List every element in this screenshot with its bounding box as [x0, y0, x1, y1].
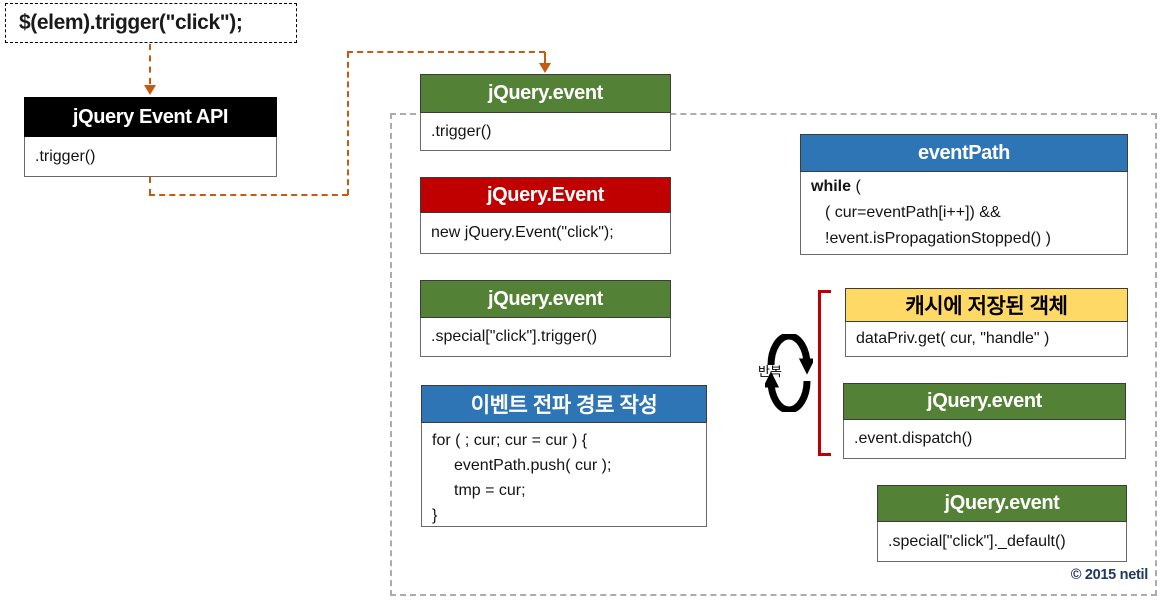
special-trigger-body: .special["click"].trigger()	[420, 318, 671, 357]
propagation-path-header: 이벤트 전파 경로 작성	[421, 385, 707, 423]
dispatch-box: jQuery.event .event.dispatch()	[843, 383, 1126, 459]
special-default-body: .special["click"]._default()	[877, 522, 1127, 562]
connector-entry-to-api	[149, 44, 151, 84]
jquery-event-api-header: jQuery Event API	[24, 97, 277, 137]
entry-code-box: $(elem).trigger("click");	[5, 3, 297, 43]
jquery-event-constructor-header: jQuery.Event	[420, 177, 671, 213]
while-keyword: while	[811, 178, 852, 195]
repeat-label: 반복	[758, 364, 782, 379]
code-line: ( cur=eventPath[i++]) &&	[825, 204, 1001, 221]
entry-code-text: $(elem).trigger("click");	[19, 11, 243, 34]
loop-bracket	[818, 290, 831, 456]
connector-api-down	[149, 177, 151, 195]
repeat-cycle-icon	[765, 334, 813, 412]
copyright-text: © 2015 netil	[1070, 567, 1149, 583]
code-line: !event.isPropagationStopped() )	[825, 230, 1051, 247]
propagation-path-box: 이벤트 전파 경로 작성 for ( ; cur; cur = cur ) { …	[421, 385, 707, 527]
code-fragment: (	[851, 178, 861, 195]
jquery-event-constructor-box: jQuery.Event new jQuery.Event("click");	[420, 177, 671, 254]
code-line: eventPath.push( cur );	[454, 457, 612, 474]
dispatch-body: .event.dispatch()	[843, 420, 1126, 459]
dispatch-header: jQuery.event	[843, 383, 1126, 420]
eventpath-box: eventPath while ( ( cur=eventPath[i++]) …	[800, 134, 1128, 255]
special-trigger-box: jQuery.event .special["click"].trigger()	[420, 280, 671, 357]
connector-vertical-up	[347, 52, 349, 195]
jquery-event-trigger-body: .trigger()	[420, 113, 671, 151]
jquery-event-trigger-box: jQuery.event .trigger()	[420, 74, 671, 151]
cached-object-header: 캐시에 저장된 객체	[845, 288, 1128, 322]
jquery-event-api-box: jQuery Event API .trigger()	[24, 97, 277, 177]
connector-into-jquery-event	[544, 52, 546, 64]
jquery-event-trigger-header: jQuery.event	[420, 74, 671, 113]
flow-container	[390, 113, 1157, 596]
special-default-header: jQuery.event	[877, 485, 1127, 522]
propagation-path-body: for ( ; cur; cur = cur ) { eventPath.pus…	[421, 423, 707, 527]
special-default-box: jQuery.event .special["click"]._default(…	[877, 485, 1127, 562]
connector-bottom-horizontal	[149, 194, 348, 196]
code-line: for ( ; cur; cur = cur ) {	[432, 432, 588, 449]
arrowhead-down-icon	[144, 85, 156, 95]
special-trigger-header: jQuery.event	[420, 280, 671, 318]
arrowhead-down-icon	[539, 63, 551, 73]
connector-top-horizontal	[347, 51, 545, 53]
eventpath-body: while ( ( cur=eventPath[i++]) && !event.…	[800, 172, 1128, 255]
code-line: tmp = cur;	[454, 482, 526, 499]
code-line: while (	[811, 174, 1117, 200]
cached-object-body: dataPriv.get( cur, "handle" )	[845, 322, 1128, 357]
cached-object-box: 캐시에 저장된 객체 dataPriv.get( cur, "handle" )	[845, 288, 1128, 357]
jquery-event-constructor-body: new jQuery.Event("click");	[420, 213, 671, 254]
jquery-event-api-body: .trigger()	[24, 137, 277, 177]
code-line: }	[432, 507, 438, 524]
eventpath-header: eventPath	[800, 134, 1128, 172]
